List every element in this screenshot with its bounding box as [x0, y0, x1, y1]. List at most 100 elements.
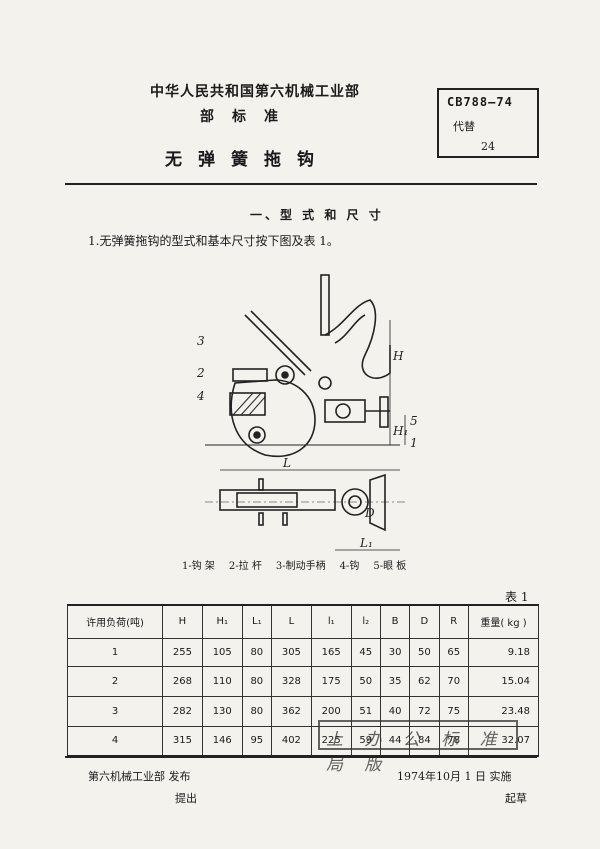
table-cell: 35 — [379, 665, 411, 697]
table-cell: 44 — [379, 725, 411, 757]
label-part2: 2 — [196, 366, 205, 380]
drawing-pin-1-center — [281, 371, 289, 379]
drawing-pin-3 — [318, 376, 332, 390]
table-cell: 305 — [270, 637, 312, 667]
section-heading: 一、型 式 和 尺 寸 — [250, 208, 384, 222]
header-cell: H₁ — [201, 604, 243, 639]
table-cell: 1 — [67, 637, 163, 667]
table-cell: 70 — [438, 665, 470, 697]
table-cell: 105 — [201, 637, 243, 667]
table-cell: 80 — [241, 695, 272, 727]
table-cell: 84 — [409, 725, 440, 757]
plan-rod — [236, 492, 298, 508]
header-cell: 重量( kg ) — [468, 604, 539, 639]
table-row: 1 255 105 80 305 165 45 30 50 65 9.18 — [67, 637, 539, 667]
table-row: 4 315 146 95 402 225 59 44 84 78 32.07 — [67, 725, 539, 757]
drawing-hook-arc — [230, 379, 316, 457]
footer-issuer: 第六机械工业部 发布 — [88, 770, 191, 783]
header-cell: R — [438, 604, 470, 639]
footer-drafter: 起草 — [505, 792, 527, 805]
office-stamp: 上 办 公 标 准 局 版 — [318, 720, 518, 775]
header-cell: L — [270, 604, 312, 639]
table-cell: 255 — [162, 637, 203, 667]
header-cell: l₂ — [350, 604, 381, 639]
replaces-label: 代替 — [453, 120, 475, 133]
table-cell: 30 — [379, 637, 411, 667]
drawing-hatched-block — [229, 392, 266, 416]
table-label: 表 1 — [505, 590, 529, 604]
drawing-handle — [244, 310, 312, 376]
drawing-hook-body — [324, 299, 391, 379]
header-cell: 许用负荷(吨) — [67, 604, 163, 639]
legend-item: 3-制动手柄 — [275, 561, 326, 572]
header-cell: H — [162, 604, 203, 639]
label-dim-h1: H₁ — [392, 424, 408, 438]
table-cell: 59 — [350, 725, 381, 757]
table-cell: 110 — [201, 665, 243, 697]
header-divider — [65, 183, 537, 185]
label-dim-l1: L₁ — [359, 536, 373, 550]
table-cell: 15.04 — [468, 665, 539, 697]
legend-item: 2-拉 杆 — [228, 561, 262, 572]
table-cell: 402 — [270, 725, 312, 757]
drawing-pin-2 — [248, 426, 266, 444]
standard-code: CB788—74 — [447, 95, 513, 109]
header-cell: D — [409, 604, 440, 639]
table-cell: 65 — [438, 637, 470, 667]
drawing-pin-2-center — [253, 431, 261, 439]
table-row: 2 268 110 80 328 175 50 35 62 70 15.04 — [67, 665, 539, 697]
label-part3: 3 — [197, 334, 205, 348]
label-part1: 1 — [410, 436, 418, 450]
legend-item: 1-钩 架 — [182, 561, 215, 572]
table-cell: 225 — [310, 725, 352, 757]
table-cell: 2 — [67, 665, 163, 697]
table-cell: 50 — [350, 665, 381, 697]
table-cell: 328 — [270, 665, 312, 697]
document-title: 无弹簧拖钩 — [165, 150, 330, 170]
legend-item: 4-钩 — [339, 561, 360, 572]
table-cell: 45 — [350, 637, 381, 667]
section-paragraph: 1.无弹簧拖钩的型式和基本尺寸按下图及表 1。 — [88, 234, 339, 248]
plan-bolt-1 — [258, 512, 264, 526]
plan-bolt-3 — [258, 478, 264, 491]
page-number: 24 — [481, 140, 495, 153]
header-cell: B — [379, 604, 411, 639]
label-dim-h: H — [392, 349, 404, 363]
table-cell: 95 — [241, 725, 272, 757]
label-dim-d: D — [364, 506, 375, 520]
header-cell: l₁ — [310, 604, 352, 639]
table-cell: 146 — [201, 725, 243, 757]
stamp-text: 上 办 公 标 准 局 版 — [326, 730, 505, 775]
table-cell: 165 — [310, 637, 352, 667]
plan-body — [219, 489, 336, 511]
footer-divider — [65, 756, 537, 758]
table-cell: 62 — [409, 665, 440, 697]
dimension-table: 许用负荷(吨) H H₁ L₁ L l₁ l₂ B D R 重量( kg ) 1… — [67, 604, 539, 757]
table-cell: 268 — [162, 665, 203, 697]
label-part5: 5 — [410, 414, 418, 428]
technical-drawing: 3 2 4 5 1 H H₁ L D L₁ — [196, 274, 418, 551]
drawing-eye-plate — [324, 399, 366, 423]
organization-name: 中华人民共和国第六机械工业部 — [150, 84, 360, 100]
table-cell: 78 — [438, 725, 470, 757]
table-cell: 282 — [162, 695, 203, 727]
footer-proposer: 提出 — [175, 792, 197, 805]
drawing-hatching — [232, 392, 266, 416]
drawing-hook-inner — [334, 314, 366, 344]
standard-type: 部标准 — [200, 109, 296, 125]
drawing-pin-1 — [275, 365, 295, 385]
footer-effective-date: 1974年10月 1 日 实施 — [397, 770, 512, 783]
table-header-row: 许用负荷(吨) H H₁ L₁ L l₁ l₂ B D R 重量( kg ) — [67, 604, 539, 639]
plan-end-plate — [369, 473, 386, 532]
table-cell: 315 — [162, 725, 203, 757]
parts-legend: 1-钩 架 2-拉 杆 3-制动手柄 4-钩 5-眼 板 — [182, 557, 406, 572]
drawing-eye-hole — [335, 403, 351, 419]
legend-item: 5-眼 板 — [373, 561, 407, 572]
header-cell: L₁ — [241, 604, 272, 639]
table-cell: 50 — [409, 637, 440, 667]
table-cell: 175 — [310, 665, 352, 697]
drawing-rod — [320, 274, 330, 336]
table-cell: 32.07 — [468, 725, 539, 757]
table-cell: 80 — [241, 637, 272, 667]
